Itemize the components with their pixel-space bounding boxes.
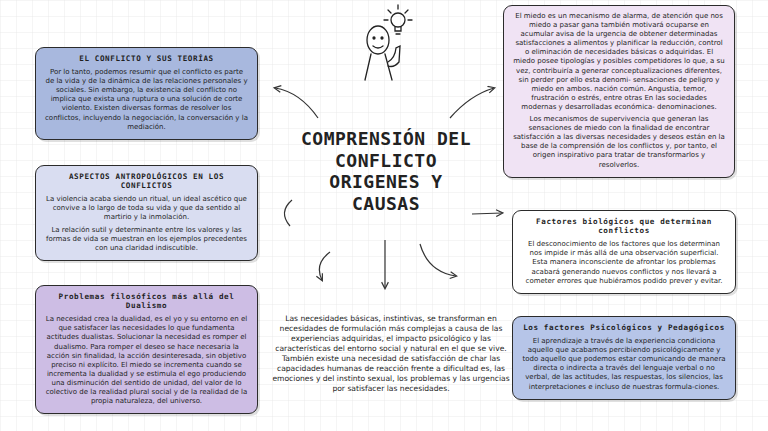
box-body: Por lo tanto, podemos resumir que el con… [45,68,248,132]
box-body: El miedo es un mecanismo de alarma, de a… [513,12,725,112]
box-heading: ASPECTOS ANTROPOLÓGICOS EN LOS CONFLICTO… [45,172,248,190]
box-heading: EL CONFLICTO Y SUS TEORÍAS [45,54,248,63]
box-body: Los mecanismos de supervivencia que gene… [513,115,725,170]
box-body: La violencia acaba siendo un ritual, un … [45,195,248,222]
philosophy-box: Problemas filosóficos más allá del Duali… [35,285,258,414]
biology-box: Factores biológicos que determinan confl… [512,210,736,294]
note-text: También existe una necesidad de satisfac… [272,354,510,394]
box-heading: Problemas filosóficos más allá del Duali… [45,292,248,310]
anthropology-box: ASPECTOS ANTROPOLÓGICOS EN LOS CONFLICTO… [35,165,258,261]
box-body: La relación sutil y determinante entre l… [45,226,248,253]
note-text: Las necesidades básicas, instintivas, se… [272,314,510,354]
box-heading: Factores biológicos que determinan confl… [522,217,726,235]
box-body: El aprendizaje a través de la experienci… [522,337,726,392]
box-heading: Los factores Psicológicos y Pedagógicos [522,323,726,332]
theory-box: EL CONFLICTO Y SUS TEORÍAS Por lo tanto, … [35,47,258,140]
box-body: El desconocimiento de los factores que l… [522,240,726,285]
connector-arrows [275,88,502,288]
thinking-figure [365,5,412,80]
box-body: La necesidad crea la dualidad, es el yo … [45,315,248,406]
psychology-box: Los factores Psicológicos y PedagógicosE… [512,316,736,400]
fear-box: El miedo es un mecanismo de alarma, de a… [503,5,735,178]
diagram-title: COMPRENSIÓN DEL CONFLICTO ORIGENES Y CAU… [296,128,476,214]
